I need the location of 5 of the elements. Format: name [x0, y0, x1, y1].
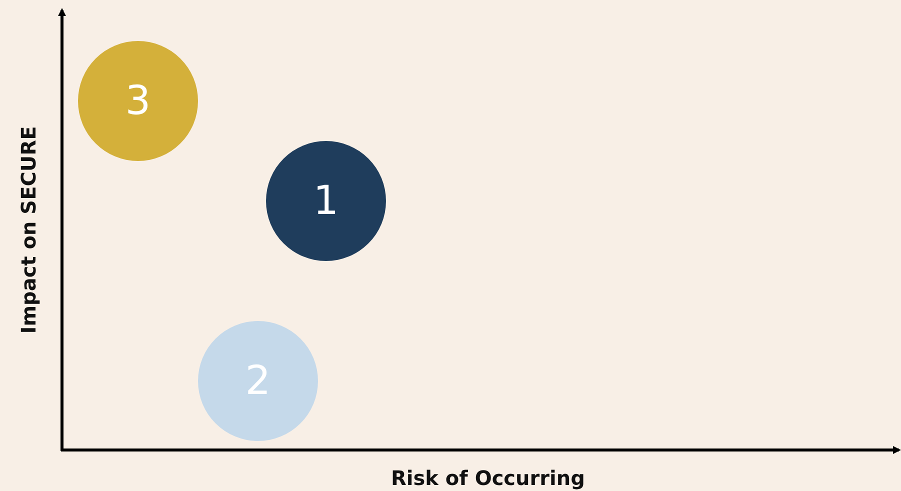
y-axis-title: Impact on SECURE [16, 126, 40, 334]
bubble-number: 3 [125, 81, 151, 121]
x-axis-title: Risk of Occurring [391, 466, 585, 490]
bubble-number: 2 [245, 361, 271, 401]
bubble-number: 1 [313, 181, 339, 221]
